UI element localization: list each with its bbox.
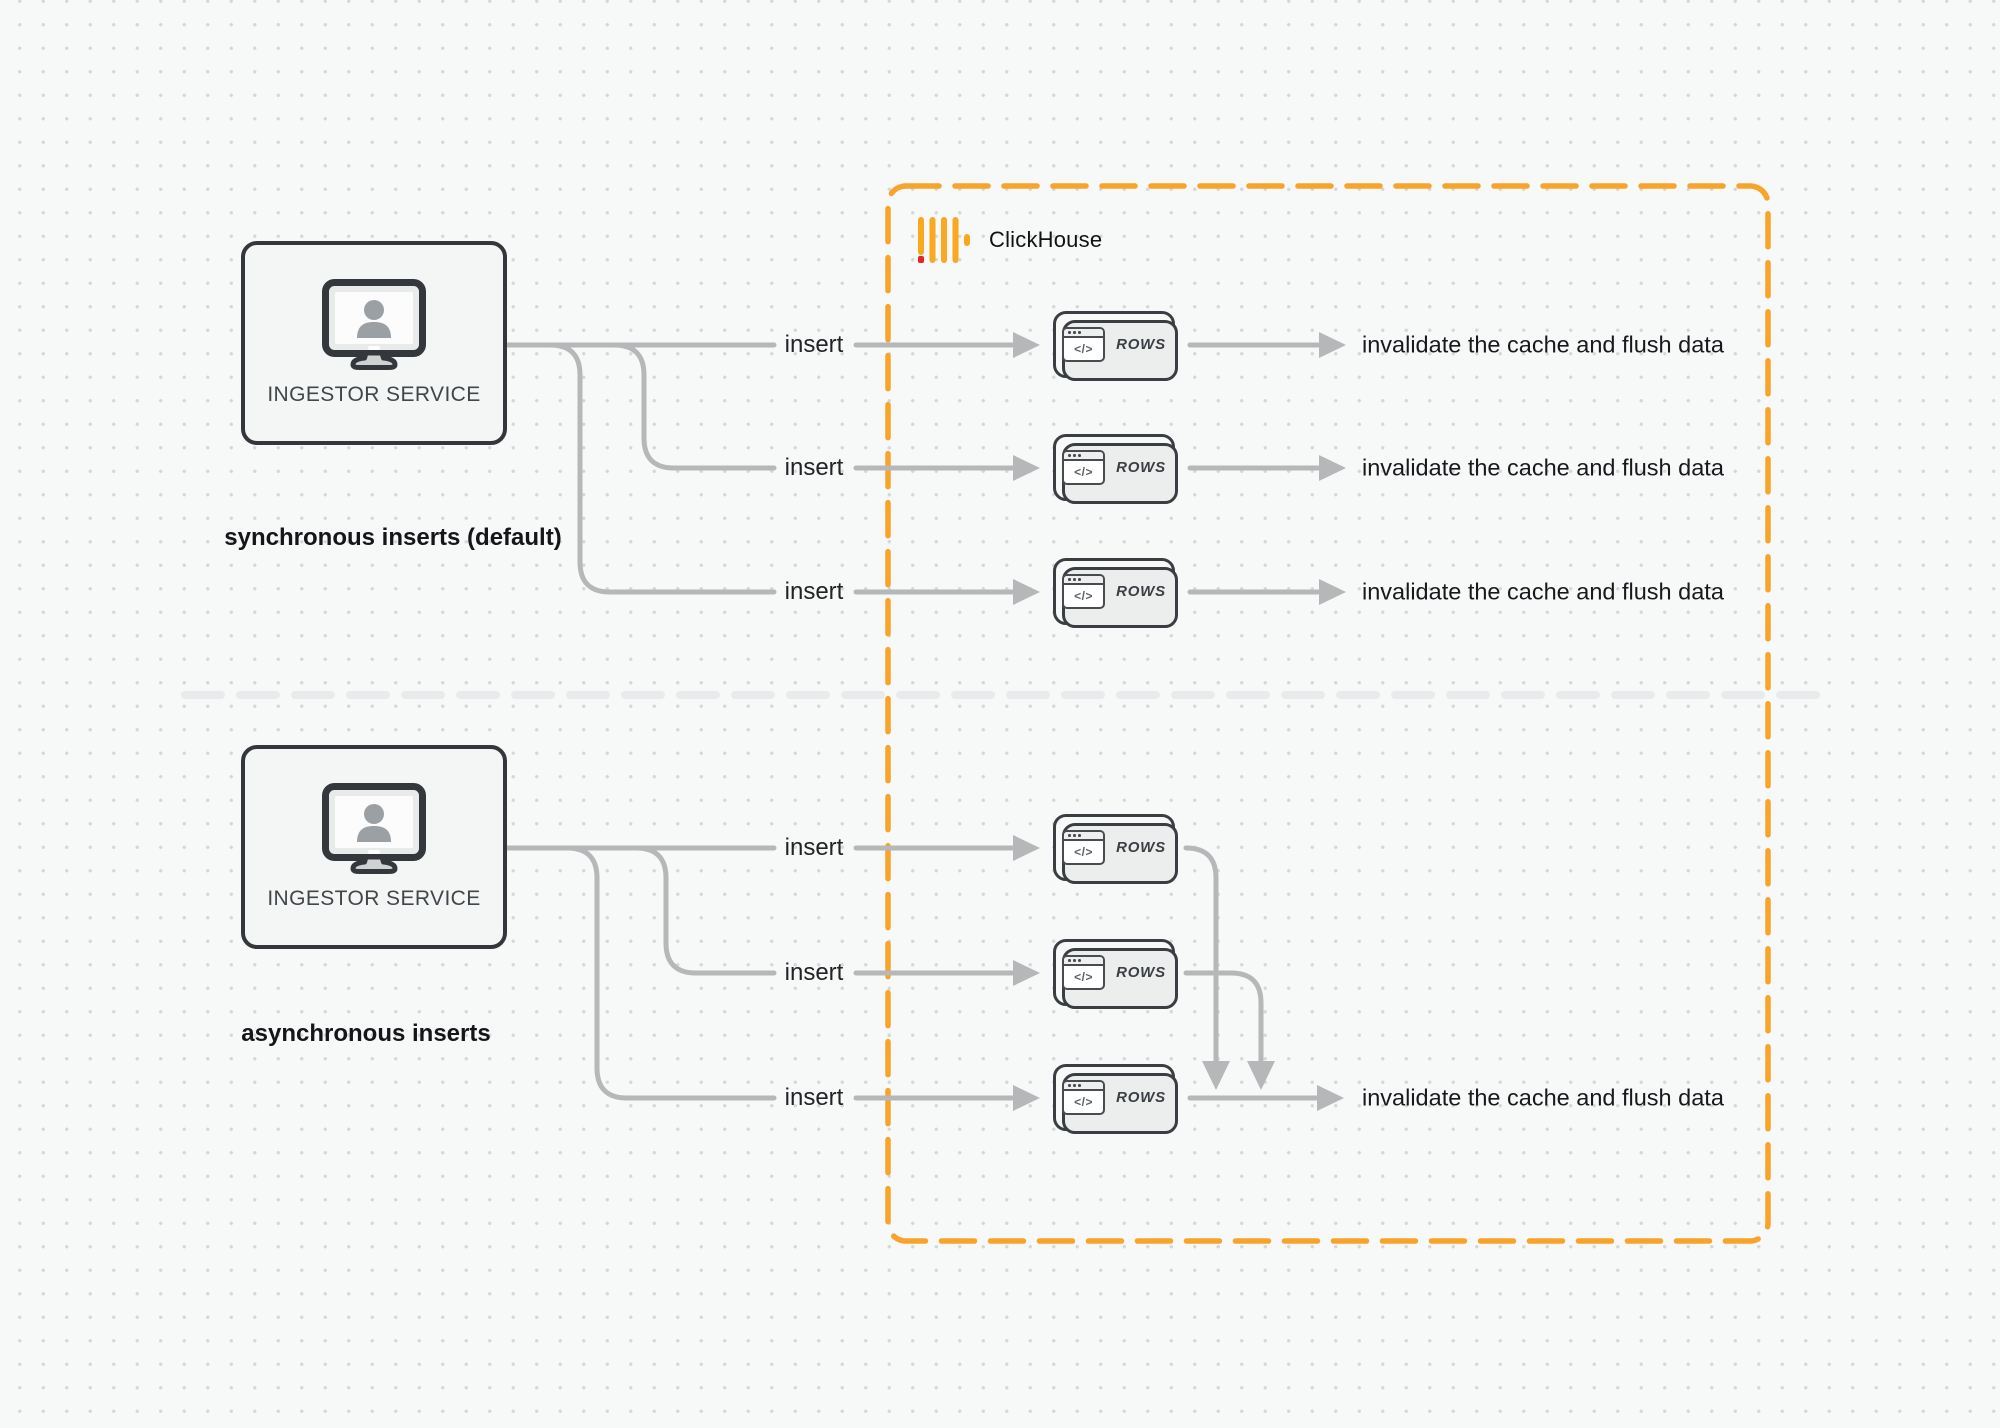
clickhouse-logo: ClickHouse <box>918 215 1102 265</box>
insert-label: insert <box>784 578 844 605</box>
insert-label: insert <box>784 834 844 861</box>
sync-arrowheads <box>1013 332 1346 605</box>
result-label: invalidate the cache and flush data <box>1362 578 1724 605</box>
ingestor-service-box-sync: INGESTOR SERVICE <box>241 241 507 445</box>
rows-card-label: ROWS <box>1116 839 1166 856</box>
ingestor-service-label: INGESTOR SERVICE <box>267 383 481 406</box>
ingestor-service-box-async: INGESTOR SERVICE <box>241 745 507 949</box>
async-arrowheads <box>1013 835 1344 1111</box>
rows-card-label: ROWS <box>1116 583 1166 600</box>
insert-label: insert <box>784 959 844 986</box>
code-window-icon: </> <box>1062 574 1106 609</box>
code-window-icon: </> <box>1062 830 1106 865</box>
rows-card: </> ROWS <box>1053 814 1178 884</box>
rows-card-label: ROWS <box>1116 1089 1166 1106</box>
rows-card: </> ROWS <box>1053 1064 1178 1134</box>
clickhouse-bars-icon <box>918 217 970 263</box>
async-connectors <box>505 845 1319 1101</box>
code-window-icon: </> <box>1062 955 1106 990</box>
rows-card-label: ROWS <box>1116 336 1166 353</box>
rows-card: </> ROWS <box>1053 558 1178 628</box>
result-label: invalidate the cache and flush data <box>1362 454 1724 481</box>
rows-card: </> ROWS <box>1053 311 1178 381</box>
rows-card-label: ROWS <box>1116 459 1166 476</box>
rows-card-label: ROWS <box>1116 964 1166 981</box>
code-window-icon: </> <box>1062 450 1106 485</box>
code-window-icon: </> <box>1062 1080 1106 1115</box>
clickhouse-cluster-boundary <box>885 183 1771 1244</box>
async-section-caption: asynchronous inserts <box>241 1020 491 1047</box>
insert-label: insert <box>784 454 844 481</box>
sync-connectors <box>505 342 1321 595</box>
code-window-icon: </> <box>1062 327 1106 362</box>
monitor-user-icon <box>322 783 426 874</box>
sync-section-caption: synchronous inserts (default) <box>224 524 562 551</box>
insert-label: insert <box>784 331 844 358</box>
ingestor-service-label: INGESTOR SERVICE <box>267 887 481 910</box>
monitor-user-icon <box>322 279 426 370</box>
result-label: invalidate the cache and flush data <box>1362 331 1724 358</box>
clickhouse-label: ClickHouse <box>989 227 1103 252</box>
result-label: invalidate the cache and flush data <box>1362 1084 1724 1111</box>
rows-card: </> ROWS <box>1053 939 1178 1009</box>
insert-label: insert <box>784 1084 844 1111</box>
rows-card: </> ROWS <box>1053 434 1178 504</box>
